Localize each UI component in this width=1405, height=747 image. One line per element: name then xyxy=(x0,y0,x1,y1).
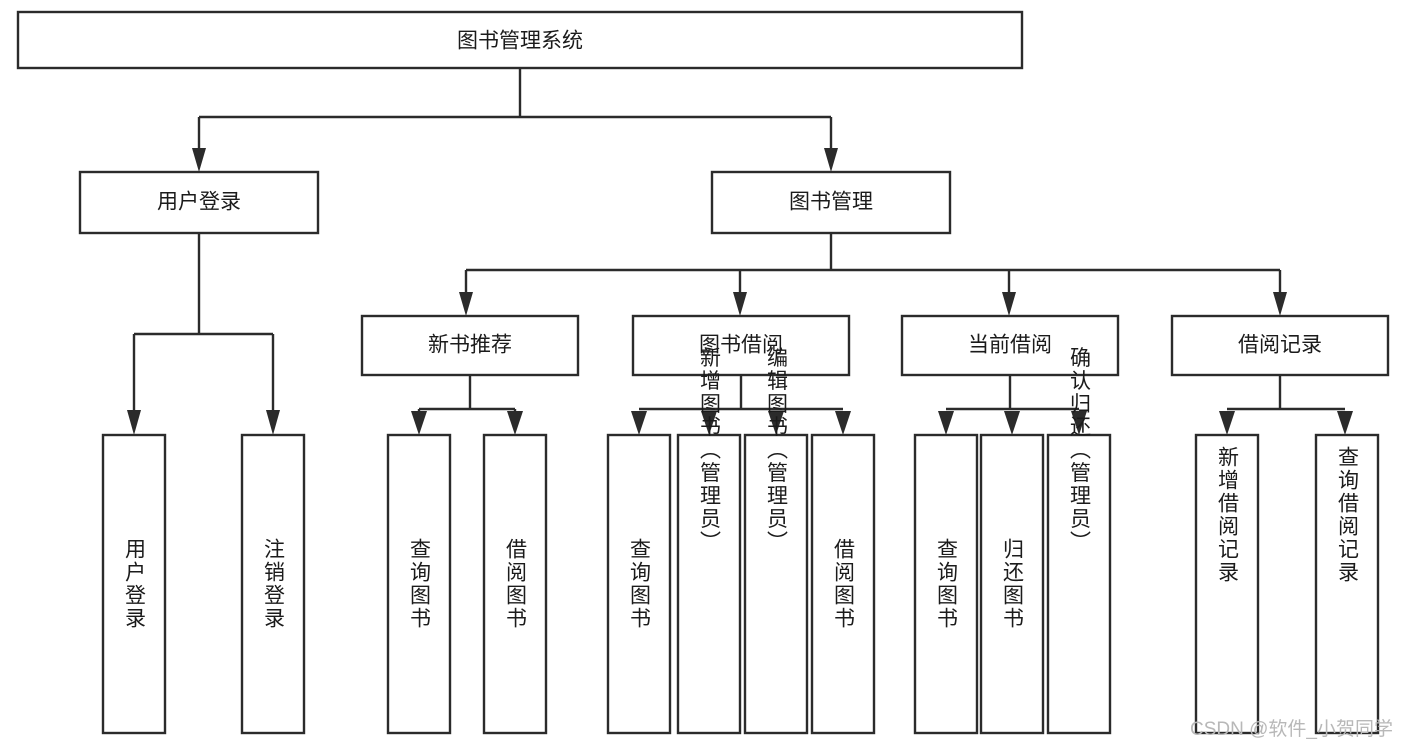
arrow-head-leaf-return-book xyxy=(1004,411,1020,435)
node-current-borrow[interactable]: 当前借阅 xyxy=(900,314,1120,377)
leaf-query-book-rec-label: 查询图书 xyxy=(408,538,432,630)
arrow-head-leaf-add-book xyxy=(701,411,717,435)
leaf-query-book-cur-box[interactable] xyxy=(913,433,979,735)
root-box[interactable] xyxy=(16,10,1024,70)
user-login-label: 用户登录 xyxy=(157,191,241,214)
arrow-head-leaf-borrow-book xyxy=(835,411,851,435)
leaf-query-book-label: 查询图书 xyxy=(628,538,652,630)
arrow-head-leaf-query-book-cur xyxy=(938,411,954,435)
arrow-head-leaf-add-record xyxy=(1219,411,1235,435)
current-borrow-box[interactable] xyxy=(900,314,1120,377)
node-leaf-add-book[interactable]: 新增图书（管理员） xyxy=(676,347,742,735)
leaf-user-login-box[interactable] xyxy=(101,433,167,735)
arrow-head-current-borrow xyxy=(1002,292,1016,316)
leaf-user-login-label: 用户登录 xyxy=(123,538,147,630)
node-user-login[interactable]: 用户登录 xyxy=(78,170,320,235)
leaf-query-book-cur-label: 查询图书 xyxy=(935,538,959,630)
borrow-record-label: 借阅记录 xyxy=(1238,334,1322,357)
leaf-add-book-box[interactable] xyxy=(676,433,742,735)
book-borrow-box[interactable] xyxy=(631,314,851,377)
leaf-confirm-return-box[interactable] xyxy=(1046,433,1112,735)
node-leaf-query-record[interactable]: 查询借阅记录 xyxy=(1314,433,1380,735)
arrow-head-book-manage xyxy=(824,148,838,172)
leaf-user-logout-box[interactable] xyxy=(240,433,306,735)
leaf-query-book-rec-box[interactable] xyxy=(386,433,452,735)
node-root[interactable]: 图书管理系统 xyxy=(16,10,1024,70)
leaf-user-logout-label: 注销登录 xyxy=(262,538,286,630)
book-manage-box[interactable] xyxy=(710,170,952,235)
arrow-head-leaf-query-book xyxy=(631,411,647,435)
arrow-head-book-borrow xyxy=(733,292,747,316)
node-new-book-rec[interactable]: 新书推荐 xyxy=(360,314,580,377)
current-borrow-label: 当前借阅 xyxy=(968,334,1052,357)
node-leaf-query-book-rec[interactable]: 查询图书 xyxy=(386,433,452,735)
node-leaf-user-login[interactable]: 用户登录 xyxy=(101,433,167,735)
node-leaf-add-record[interactable]: 新增借阅记录 xyxy=(1194,433,1260,735)
leaf-add-book-label: 新增图书（管理员） xyxy=(698,347,722,554)
book-borrow-label: 图书借阅 xyxy=(699,334,783,357)
arrow-head-leaf-user-logout xyxy=(266,410,280,435)
node-leaf-query-book-cur[interactable]: 查询图书 xyxy=(913,433,979,735)
leaf-borrow-book-rec-box[interactable] xyxy=(482,433,548,735)
leaf-borrow-book-box[interactable] xyxy=(810,433,876,735)
leaf-return-book-box[interactable] xyxy=(979,433,1045,735)
user-login-box[interactable] xyxy=(78,170,320,235)
leaf-query-record-box[interactable] xyxy=(1314,433,1380,735)
node-leaf-user-logout[interactable]: 注销登录 xyxy=(240,433,306,735)
arrow-head-leaf-query-record xyxy=(1337,411,1353,435)
leaf-confirm-return-label: 确认归还（管理员） xyxy=(1068,347,1092,554)
arrow-head-leaf-query-book-rec xyxy=(411,411,427,435)
arrow-head-leaf-user-login xyxy=(127,410,141,435)
root-label: 图书管理系统 xyxy=(457,30,583,53)
arrow-head-leaf-borrow-book-rec xyxy=(507,411,523,435)
arrow-head-user-login xyxy=(192,148,206,172)
arrow-head-borrow-record xyxy=(1273,292,1287,316)
node-leaf-return-book[interactable]: 归还图书 xyxy=(979,433,1045,735)
arrow-head-leaf-edit-book xyxy=(768,411,784,435)
new-book-rec-label: 新书推荐 xyxy=(428,334,512,357)
leaf-borrow-book-label: 借阅图书 xyxy=(832,538,856,630)
arrow-head-leaf-confirm-return xyxy=(1071,411,1087,435)
node-book-manage[interactable]: 图书管理 xyxy=(710,170,952,235)
node-leaf-query-book[interactable]: 查询图书 xyxy=(606,433,672,735)
leaf-borrow-book-rec-label: 借阅图书 xyxy=(504,538,528,630)
leaf-edit-book-label: 编辑图书（管理员） xyxy=(765,347,789,554)
node-book-borrow[interactable]: 图书借阅 xyxy=(631,314,851,377)
leaf-query-record-label: 查询借阅记录 xyxy=(1336,446,1360,584)
node-leaf-confirm-return[interactable]: 确认归还（管理员） xyxy=(1046,347,1112,735)
borrow-record-box[interactable] xyxy=(1170,314,1390,377)
node-borrow-record[interactable]: 借阅记录 xyxy=(1170,314,1390,377)
node-leaf-borrow-book[interactable]: 借阅图书 xyxy=(810,433,876,735)
leaf-add-record-label: 新增借阅记录 xyxy=(1216,446,1240,584)
arrow-head-new-book-rec xyxy=(459,292,473,316)
connector-layer xyxy=(127,68,1353,435)
book-manage-label: 图书管理 xyxy=(789,191,873,214)
leaf-query-book-box[interactable] xyxy=(606,433,672,735)
new-book-rec-box[interactable] xyxy=(360,314,580,377)
leaf-add-record-box[interactable] xyxy=(1194,433,1260,735)
leaf-edit-book-box[interactable] xyxy=(743,433,809,735)
node-leaf-edit-book[interactable]: 编辑图书（管理员） xyxy=(743,347,809,735)
leaf-return-book-label: 归还图书 xyxy=(1001,538,1025,630)
node-leaf-borrow-book-rec[interactable]: 借阅图书 xyxy=(482,433,548,735)
